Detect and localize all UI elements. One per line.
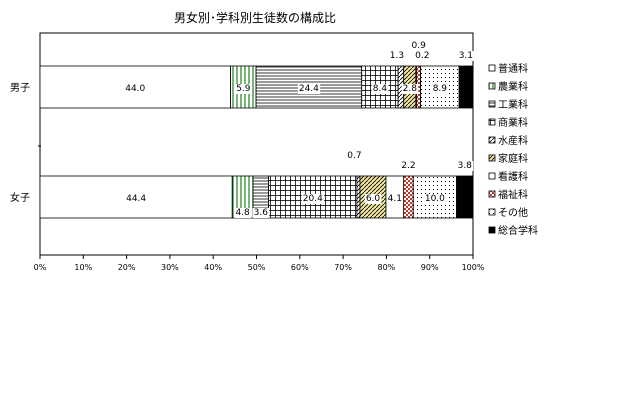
x-tick-label: 40% <box>204 263 222 272</box>
data-label-女子-総合学科: 3.8 <box>458 161 473 171</box>
legend-label: 普通科 <box>498 62 528 75</box>
data-label-女子-看護科: 4.1 <box>388 194 402 204</box>
legend-label: 福祉科 <box>498 188 528 201</box>
data-label-男子-普通科: 44.0 <box>125 84 145 94</box>
legend-label: 水産科 <box>498 134 528 147</box>
legend-label: 商業科 <box>498 116 528 129</box>
legend-swatch <box>488 136 496 144</box>
data-label-bg <box>400 161 417 171</box>
x-tick-label: 20% <box>118 263 136 272</box>
data-label-女子-福祉科: 2.2 <box>401 161 415 171</box>
data-label-bg <box>388 51 406 61</box>
bar-女子-福祉科 <box>403 175 414 219</box>
x-tick-label: 50% <box>248 263 266 272</box>
data-label-女子-水産科: 0.7 <box>347 151 361 161</box>
data-label-bg <box>235 84 252 94</box>
x-tick-label: 90% <box>421 263 439 272</box>
legend-swatch <box>488 64 496 72</box>
data-label-bg <box>346 151 363 161</box>
data-label-女子-商業科: 20.4 <box>303 194 323 204</box>
legend-swatch <box>488 172 496 180</box>
data-label-bg <box>401 84 419 94</box>
legend-swatch <box>488 208 496 216</box>
data-label-bg <box>371 84 389 94</box>
data-label-bg <box>297 84 321 94</box>
bar-女子-総合学科 <box>456 175 474 219</box>
data-label-男子-農業科: 5.9 <box>236 84 251 94</box>
legend-label: 看護科 <box>498 170 528 183</box>
x-tick-label: 60% <box>291 263 309 272</box>
data-label-男子-福祉科: 0.9 <box>411 41 426 51</box>
data-label-bg <box>410 41 428 51</box>
x-tick-label: 10% <box>74 263 92 272</box>
data-label-男子-家庭科: 2.8 <box>403 84 418 94</box>
legend-label: 工業科 <box>498 98 528 111</box>
x-tick-label: 0% <box>34 263 47 272</box>
bar-女子-水産科 <box>356 175 361 219</box>
bar-女子-普通科 <box>39 175 233 219</box>
data-label-bg <box>234 208 252 218</box>
data-label-男子-その他: 8.9 <box>433 84 448 94</box>
x-axis: 0% 10% 20% 30% 40% 50% 60% 70% 80% 90% 100% <box>34 145 485 272</box>
legend-label: 総合学科 <box>498 224 538 237</box>
legend-swatch <box>488 100 496 108</box>
data-label-bg <box>252 208 270 218</box>
legend-label: その他 <box>498 206 528 219</box>
data-label-女子-家庭科: 6.0 <box>366 194 381 204</box>
x-tick-label: 80% <box>378 263 396 272</box>
x-tick-label: 100% <box>462 263 485 272</box>
x-tick-label: 70% <box>334 263 352 272</box>
legend-swatch <box>488 82 496 90</box>
x-tick-label: 30% <box>161 263 179 272</box>
bar-labels-group: 44.0 5.9 24.4 8.4 1.3 2.8 0.20.9 8.9 3.1 44.4 4.8 3… <box>125 41 475 218</box>
category-label: 男子 <box>10 82 30 94</box>
data-label-bg <box>431 84 449 94</box>
bar-女子-商業科 <box>268 175 358 219</box>
category-label: 女子 <box>10 191 30 204</box>
bars-group <box>39 65 474 219</box>
data-label-男子-工業科: 24.4 <box>299 84 319 94</box>
data-label-女子-その他: 10.0 <box>425 194 445 204</box>
data-label-bg <box>301 194 325 204</box>
data-label-女子-農業科: 4.8 <box>235 208 250 218</box>
data-label-bg <box>423 194 447 204</box>
bar-男子-総合学科 <box>458 65 473 109</box>
legend-swatch <box>488 154 496 162</box>
bar-男子-普通科 <box>39 65 231 109</box>
data-label-bg <box>457 51 475 61</box>
chart-title: 男女別･学科別生徒数の構成比 <box>174 10 336 25</box>
legend-label: 農業科 <box>498 80 528 93</box>
data-label-男子-看護科: 0.2 <box>415 51 429 61</box>
data-label-女子-普通科: 44.4 <box>126 194 146 204</box>
data-label-男子-商業科: 8.4 <box>373 84 388 94</box>
legend-swatch <box>488 226 496 234</box>
legend-label: 家庭科 <box>498 152 528 165</box>
data-label-bg <box>364 194 382 204</box>
data-label-bg <box>456 161 474 171</box>
data-label-男子-水産科: 1.3 <box>390 51 404 61</box>
data-label-女子-工業科: 3.6 <box>254 208 269 218</box>
legend-swatch <box>488 118 496 126</box>
legend-swatch <box>488 190 496 198</box>
data-label-男子-総合学科: 3.1 <box>459 51 473 61</box>
